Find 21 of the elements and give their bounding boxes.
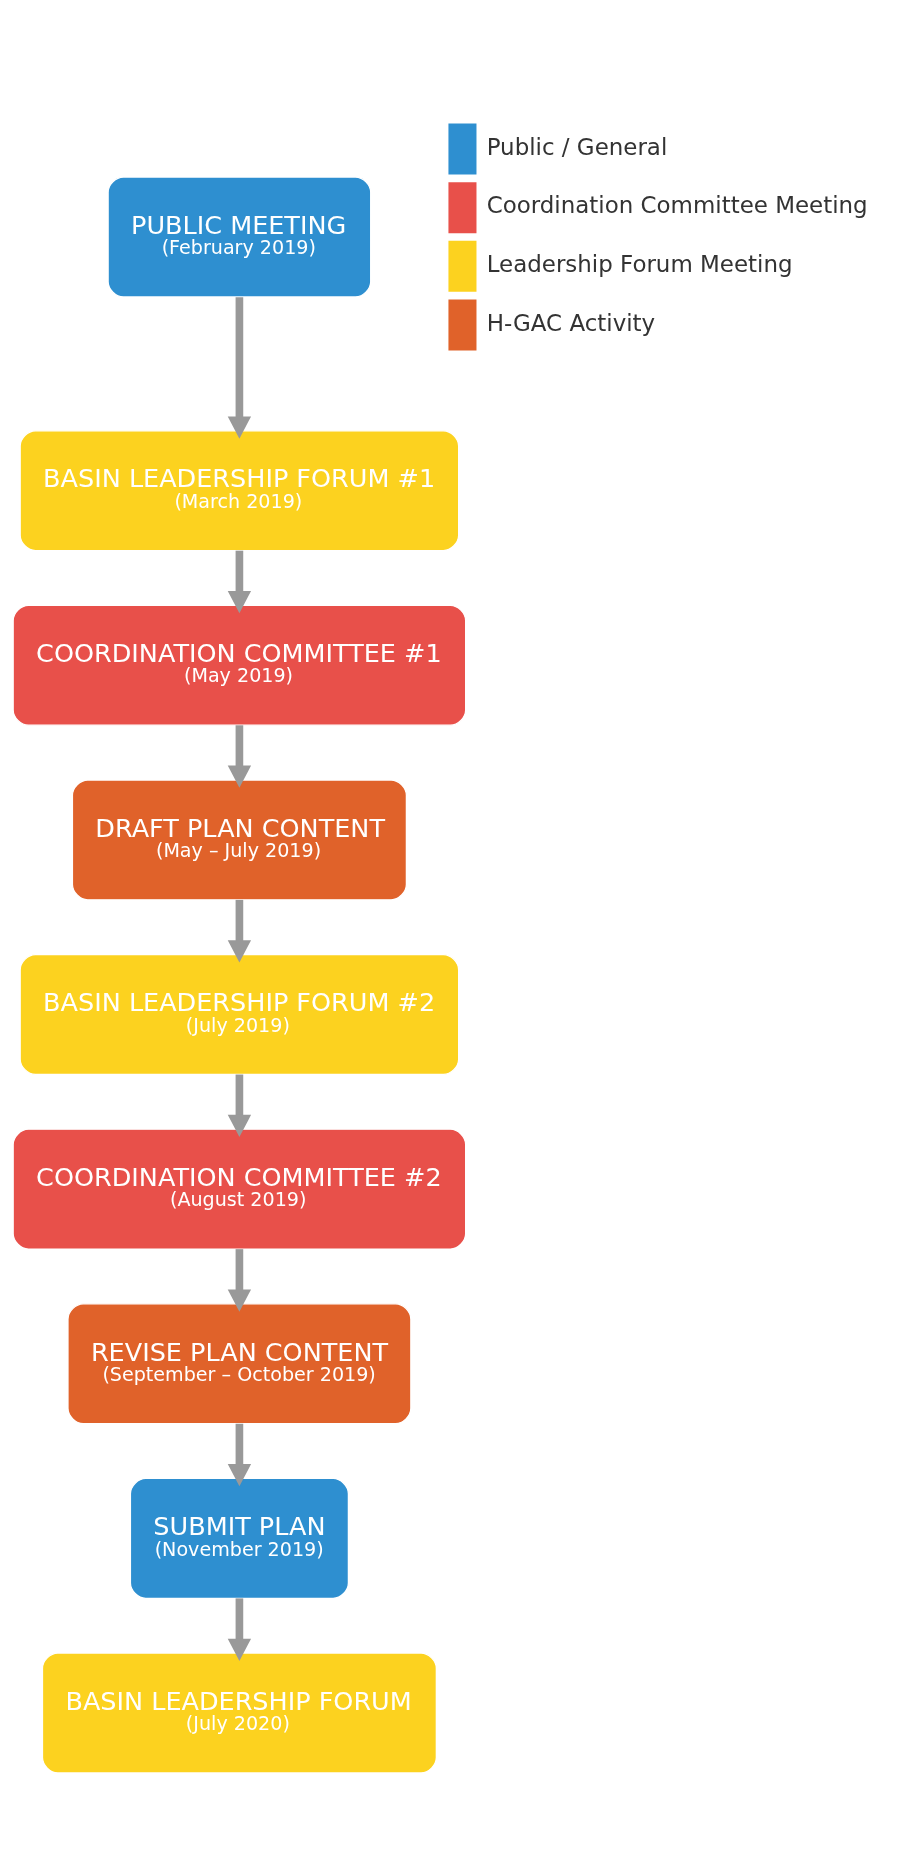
node-box: BASIN LEADERSHIP FORUM #2 (July 2019) [19,953,460,1075]
node-box: SUBMIT PLAN (November 2019) [129,1477,350,1599]
node-box: DRAFT PLAN CONTENT (May – July 2019) [71,778,407,900]
arrow [227,296,252,439]
arrow [227,1423,252,1486]
legend-label: H-GAC Activity [486,309,656,336]
node-box: BASIN LEADERSHIP FORUM #1 (March 2019) [19,429,460,551]
arrow [227,550,252,613]
node-box: PUBLIC MEETING (February 2019) [107,176,372,298]
legend-label: Coordination Committee Meeting [486,191,868,218]
legend-label: Leadership Forum Meeting [486,250,793,277]
node-box: COORDINATION COMMITTEE #2 (August 2019) [12,1128,467,1250]
legend-label: Public / General [486,133,668,160]
arrow [227,724,252,788]
arrow [227,1248,252,1312]
arrow [227,899,252,962]
arrow [227,1074,252,1137]
node-box: REVISE PLAN CONTENT (September – October 2019) [67,1302,412,1424]
arrow [227,1597,252,1661]
node-box: COORDINATION COMMITTEE #1 (May 2019) [12,604,467,726]
node-box: BASIN LEADERSHIP FORUM (July 2020) [41,1651,437,1774]
